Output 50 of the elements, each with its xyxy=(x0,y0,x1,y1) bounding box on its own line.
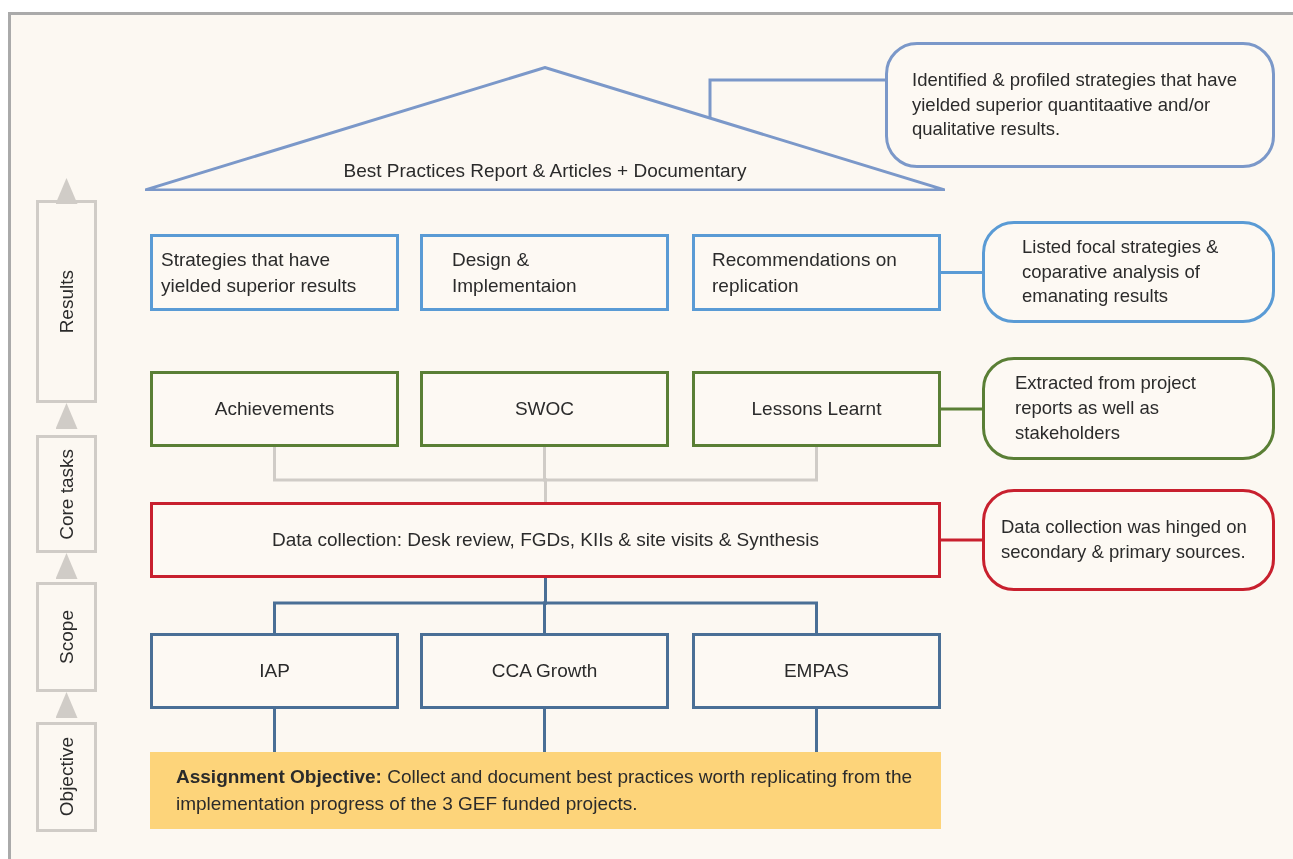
connector-line xyxy=(708,78,885,119)
stage-box xyxy=(36,435,97,553)
connector-line xyxy=(941,407,982,411)
node-text: Data collection: Desk review, FGDs, KIIs & site visits & Synthesis xyxy=(272,528,819,553)
node-text: Identified & profiled strategies that have yielded superior quantitaative and/or qualitative results. xyxy=(912,67,1238,142)
callout-bubble xyxy=(982,489,1275,591)
connector-line xyxy=(544,578,818,633)
stage-arrow xyxy=(55,553,78,582)
connector-line xyxy=(543,709,546,752)
node-text: CCA Growth xyxy=(491,659,598,684)
process-box xyxy=(150,234,399,311)
stage-arrow xyxy=(55,178,78,204)
process-box xyxy=(692,371,941,447)
stage-label: Scope xyxy=(54,610,78,664)
connector-line xyxy=(273,709,276,752)
process-box xyxy=(692,234,941,311)
node-text: Lessons Learnt xyxy=(751,397,882,422)
node-text: Recommendations on replication xyxy=(712,247,898,298)
process-box xyxy=(420,371,669,447)
connector-line xyxy=(544,447,818,502)
stage-box xyxy=(36,722,97,832)
node-text: Achievements xyxy=(214,397,335,422)
connector-line xyxy=(941,538,982,542)
process-box xyxy=(150,502,941,578)
objective-banner xyxy=(150,752,941,829)
callout-bubble xyxy=(885,42,1275,168)
process-box xyxy=(420,234,669,311)
node-text: SWOC xyxy=(514,397,575,422)
node-text: Best Practices Report & Articles + Documentary xyxy=(343,159,747,184)
process-box xyxy=(692,633,941,709)
callout-bubble xyxy=(982,357,1275,460)
node-text: EMPAS xyxy=(783,659,850,684)
process-box xyxy=(150,633,399,709)
node-text: Design & Implementaion xyxy=(452,247,578,298)
node-text: Extracted from project reports as well as stakeholders xyxy=(1015,371,1197,445)
stage-label: Results xyxy=(54,269,78,334)
stage-box xyxy=(36,582,97,692)
connector-line xyxy=(941,271,982,274)
process-box xyxy=(420,633,669,709)
process-box xyxy=(150,371,399,447)
node-text: Assignment Objective: Collect and document best practices worth replicating from the implementation progress of the 3 GEF funded projects. xyxy=(176,764,914,816)
stage-label: Core tasks xyxy=(54,448,78,540)
stage-box xyxy=(36,200,97,403)
stage-label: Objective xyxy=(54,737,78,817)
connector-line xyxy=(815,709,818,752)
callout-bubble xyxy=(982,221,1275,323)
node-text: IAP xyxy=(259,659,290,684)
node-text: Listed focal strategies & coparative analysis of emanating results xyxy=(1022,234,1220,309)
node-text: Data collection was hinged on secondary & primary sources. xyxy=(1001,515,1248,564)
node-text: Strategies that have yielded superior results xyxy=(161,247,358,298)
